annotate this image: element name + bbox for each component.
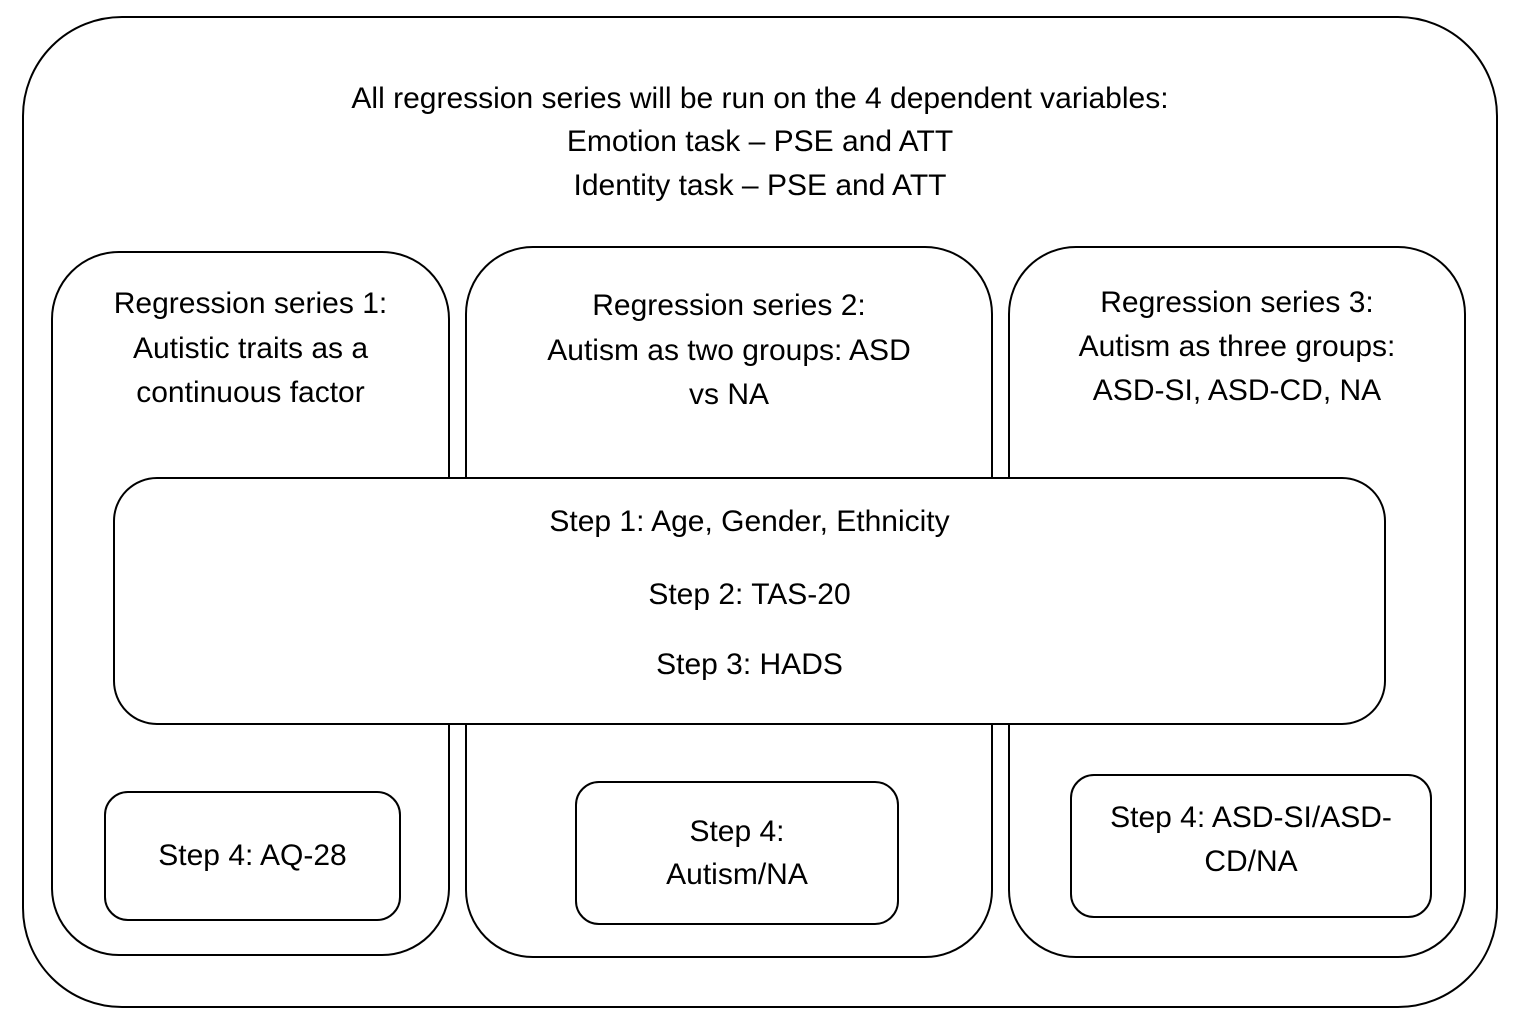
- step-3-label: Step 3: HADS: [656, 648, 843, 681]
- series-2-step-4-line-1: Step 4:: [689, 815, 785, 848]
- series-1-title-line-2: Autistic traits as a: [132, 332, 369, 365]
- series-3-step-4-line-1: Step 4: ASD-SI/ASD-: [1110, 801, 1392, 834]
- header-line-3: Identity task – PSE and ATT: [573, 169, 947, 202]
- header-line-2: Emotion task – PSE and ATT: [566, 125, 954, 158]
- shared-steps-box: [113, 477, 1386, 725]
- step-2-label: Step 2: TAS-20: [648, 578, 851, 611]
- series-3-title-line-2: Autism as three groups:: [1078, 330, 1396, 363]
- series-1-title-line-3: continuous factor: [136, 376, 365, 409]
- series-1-title-line-1: Regression series 1:: [113, 287, 388, 320]
- series-2-title-line-2: Autism as two groups: ASD: [547, 334, 911, 367]
- series-2-step-4-box: [575, 781, 899, 925]
- series-3-step-4-box: [1070, 774, 1432, 918]
- series-2-step-4-line-2: Autism/NA: [666, 858, 808, 891]
- series-1-step-4-box: [104, 791, 401, 921]
- series-2-title-line-1: Regression series 2:: [592, 289, 866, 322]
- series-3-step-4-line-2: CD/NA: [1204, 845, 1298, 878]
- step-1-label: Step 1: Age, Gender, Ethnicity: [549, 505, 950, 538]
- series-3-title-line-3: ASD-SI, ASD-CD, NA: [1092, 374, 1382, 407]
- series-2-title-line-3: vs NA: [688, 378, 769, 411]
- series-1-step-4-label: Step 4: AQ-28: [158, 839, 347, 872]
- series-3-title-line-1: Regression series 3:: [1100, 286, 1374, 319]
- header-line-1: All regression series will be run on the…: [351, 82, 1169, 115]
